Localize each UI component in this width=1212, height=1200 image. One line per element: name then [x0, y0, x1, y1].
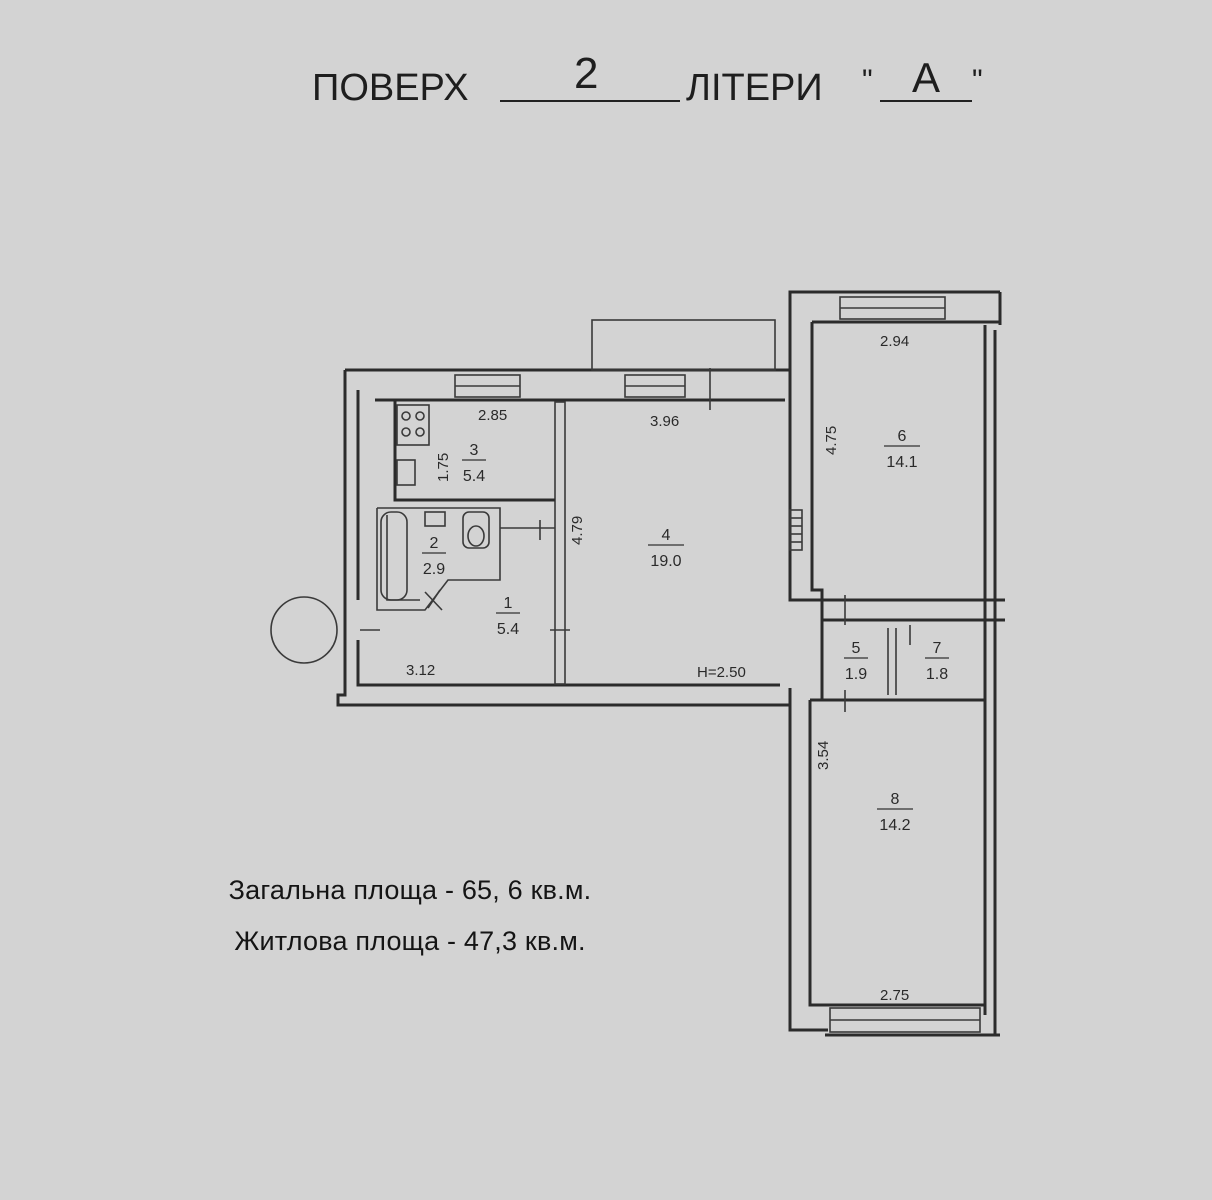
room-1: 1 5.4	[496, 595, 520, 638]
svg-text:6: 6	[898, 428, 907, 445]
letter-value: А	[912, 54, 940, 101]
room-3: 3 5.4	[462, 442, 486, 485]
floor-value: 2	[574, 49, 598, 98]
dim-ceiling-height: H=2.50	[697, 664, 746, 681]
svg-text:14.2: 14.2	[879, 817, 910, 834]
room-labels: 1 5.4 2 2.9 3 5.4 4 19.0 5 1.9 6 14.1	[422, 428, 949, 834]
room-4: 4 19.0	[648, 527, 684, 570]
svg-text:8: 8	[891, 791, 900, 808]
dim-bedroom8-depth: 3.54	[815, 741, 832, 770]
dim-bedroom8-width: 2.75	[880, 987, 909, 1004]
total-area-text: Загальна площа - 65, 6 кв.м.	[228, 875, 592, 905]
svg-text:5.4: 5.4	[497, 621, 519, 638]
dim-bedroom6-depth: 4.75	[823, 426, 840, 455]
letter-label: ЛІТЕРИ	[686, 67, 823, 109]
room-8: 8 14.2	[877, 791, 913, 834]
interior-walls	[270, 368, 911, 712]
entry-circle	[270, 596, 338, 664]
room-2: 2 2.9	[422, 535, 446, 578]
svg-text:2.9: 2.9	[423, 561, 445, 578]
room-6: 6 14.1	[884, 428, 920, 471]
dimension-labels: 2.85 3.96 2.94 3.12 H=2.50 2.75 1.75 4.7…	[406, 333, 909, 1004]
room-5: 5 1.9	[844, 640, 868, 683]
svg-text:3: 3	[470, 442, 479, 459]
svg-text:7: 7	[933, 640, 942, 657]
windows	[454, 296, 981, 1033]
svg-text:5: 5	[852, 640, 861, 657]
svg-text:19.0: 19.0	[650, 553, 681, 570]
svg-text:1: 1	[504, 595, 513, 612]
letter-close-quote: "	[972, 64, 983, 97]
living-area-text: Житлова площа - 47,3 кв.м.	[234, 926, 586, 956]
dim-kitchen-depth: 1.75	[435, 453, 452, 482]
svg-text:4: 4	[662, 527, 671, 544]
svg-text:2: 2	[430, 535, 439, 552]
dim-kitchen-width: 2.85	[478, 407, 507, 424]
dim-hall-width: 3.12	[406, 662, 435, 679]
plan-header: ПОВЕРХ 2 ЛІТЕРИ " А "	[312, 49, 983, 109]
svg-text:5.4: 5.4	[463, 468, 485, 485]
svg-text:1.8: 1.8	[926, 666, 948, 683]
exterior-walls	[336, 290, 1005, 1037]
dim-living-depth: 4.79	[569, 516, 586, 545]
dim-bedroom6-width: 2.94	[880, 333, 909, 350]
svg-text:1.9: 1.9	[845, 666, 867, 683]
floor-label: ПОВЕРХ	[312, 67, 469, 109]
room-7: 7 1.8	[925, 640, 949, 683]
svg-text:14.1: 14.1	[886, 454, 917, 471]
letter-open-quote: "	[862, 64, 873, 97]
dim-living-width: 3.96	[650, 413, 679, 430]
